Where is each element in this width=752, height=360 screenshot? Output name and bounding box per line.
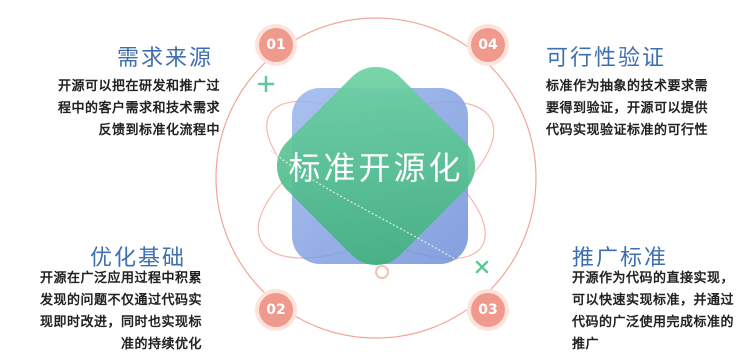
cross-icon bbox=[475, 260, 489, 274]
node-text-promotion: 开源作为代码的直接实现， 可以快速实现标准，并通过 代码的广泛使用完成标准的 推… bbox=[572, 268, 750, 356]
text-line: 现即时改进，同时也实现标 bbox=[39, 315, 202, 330]
text-line: 发现的问题不仅通过代码实 bbox=[39, 293, 202, 308]
text-line: 标准作为抽象的技术要求需 bbox=[546, 79, 709, 94]
text-line: 开源可以把在研发和推广过 bbox=[57, 79, 220, 94]
node-text-optimization: 开源在广泛应用过程中积累 发现的问题不仅通过代码实 现即时改进，同时也实现标 准… bbox=[6, 268, 202, 356]
badge-03: 03 bbox=[471, 293, 505, 327]
text-line: 反馈到标准化流程中 bbox=[98, 123, 220, 138]
sparkle-icon bbox=[257, 75, 275, 93]
green-diamond bbox=[276, 66, 476, 266]
outer-ring bbox=[215, 17, 537, 339]
node-heading-feasibility: 可行性验证 bbox=[546, 46, 667, 71]
badge-04: 04 bbox=[471, 28, 505, 62]
dotted-curve bbox=[269, 149, 461, 263]
text-line: 可以快速实现标准，并通过 bbox=[572, 293, 735, 308]
text-line: 开源作为代码的直接实现， bbox=[572, 271, 735, 286]
center-title: 标准开源化 bbox=[288, 149, 464, 187]
node-heading-promotion: 推广标准 bbox=[572, 246, 669, 271]
node-text-feasibility: 标准作为抽象的技术要求需 要得到验证，开源可以提供 代码实现验证标准的可行性 bbox=[546, 76, 746, 142]
text-line: 要得到验证，开源可以提供 bbox=[546, 101, 709, 116]
node-heading-optimization: 优化基础 bbox=[90, 246, 187, 271]
text-line: 代码实现验证标准的可行性 bbox=[546, 123, 709, 138]
dot-icon bbox=[375, 265, 389, 279]
text-line: 推广 bbox=[572, 337, 600, 352]
node-text-demand-source: 开源可以把在研发和推广过 程中的客户需求和技术需求 反馈到标准化流程中 bbox=[20, 76, 220, 142]
text-line: 代码的广泛使用完成标准的 bbox=[572, 315, 735, 330]
badge-02: 02 bbox=[259, 293, 293, 327]
text-line: 开源在广泛应用过程中积累 bbox=[39, 271, 202, 286]
text-line: 程中的客户需求和技术需求 bbox=[57, 101, 220, 116]
badge-01: 01 bbox=[259, 28, 293, 62]
node-heading-demand-source: 需求来源 bbox=[117, 46, 214, 71]
text-line: 准的持续优化 bbox=[120, 337, 202, 352]
